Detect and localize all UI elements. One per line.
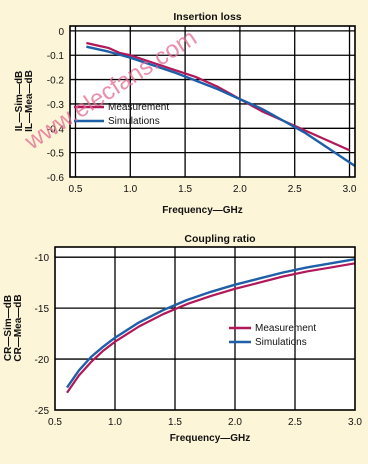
x-tick-label: 2.0 <box>233 184 247 195</box>
y-axis-label: IL—Mea—dB <box>24 70 35 132</box>
x-tick-label: 1.0 <box>108 417 122 428</box>
series-line-measurement <box>86 41 350 152</box>
y-axis-label: CR—Mea—dB <box>13 294 24 361</box>
x-tick-label: 1.5 <box>178 184 192 195</box>
y-axis-label: IL—Sim—dB <box>14 71 25 132</box>
series-line-measurement <box>66 262 356 394</box>
x-tick-label: 0.5 <box>69 184 83 195</box>
chart-title: Insertion loss <box>173 11 241 23</box>
x-tick-label: 3.0 <box>343 184 357 195</box>
y-tick-label: -0.2 <box>47 76 65 87</box>
y-tick-label: -0.1 <box>47 51 65 62</box>
legend-label: Simulations <box>108 116 160 127</box>
plot-border <box>69 25 356 178</box>
y-tick-label: -25 <box>35 406 50 417</box>
x-tick-label: 2.5 <box>288 417 302 428</box>
x-axis-label: Frequency—GHz <box>170 433 251 444</box>
legend-label: Simulations <box>255 337 307 348</box>
x-tick-label: 1.5 <box>168 417 182 428</box>
x-tick-label: 2.0 <box>228 417 242 428</box>
plot-area <box>55 247 355 410</box>
y-tick-label: -15 <box>35 304 50 315</box>
x-tick-label: 3.0 <box>348 417 362 428</box>
y-tick-label: -0.3 <box>47 100 65 111</box>
x-tick-label: 2.5 <box>288 184 302 195</box>
plot-border <box>54 246 356 411</box>
y-tick-label: -0.5 <box>47 149 65 160</box>
y-tick-label: -0.6 <box>47 173 65 184</box>
y-tick-label: -10 <box>35 253 50 264</box>
x-tick-label: 0.5 <box>48 417 62 428</box>
series-line-simulations <box>66 258 356 389</box>
series-line-simulations <box>86 45 356 168</box>
x-axis-label: Frequency—GHz <box>162 205 243 216</box>
y-axis-label: CR—Sim—dB <box>3 295 14 361</box>
y-tick-label: -20 <box>35 355 50 366</box>
chart-title: Coupling ratio <box>184 233 255 245</box>
y-tick-label: -0.4 <box>47 124 65 135</box>
legend-label: Measurement <box>255 323 316 334</box>
y-tick-label: 0 <box>58 27 64 38</box>
x-tick-label: 1.0 <box>123 184 137 195</box>
legend-label: Measurement <box>108 102 169 113</box>
